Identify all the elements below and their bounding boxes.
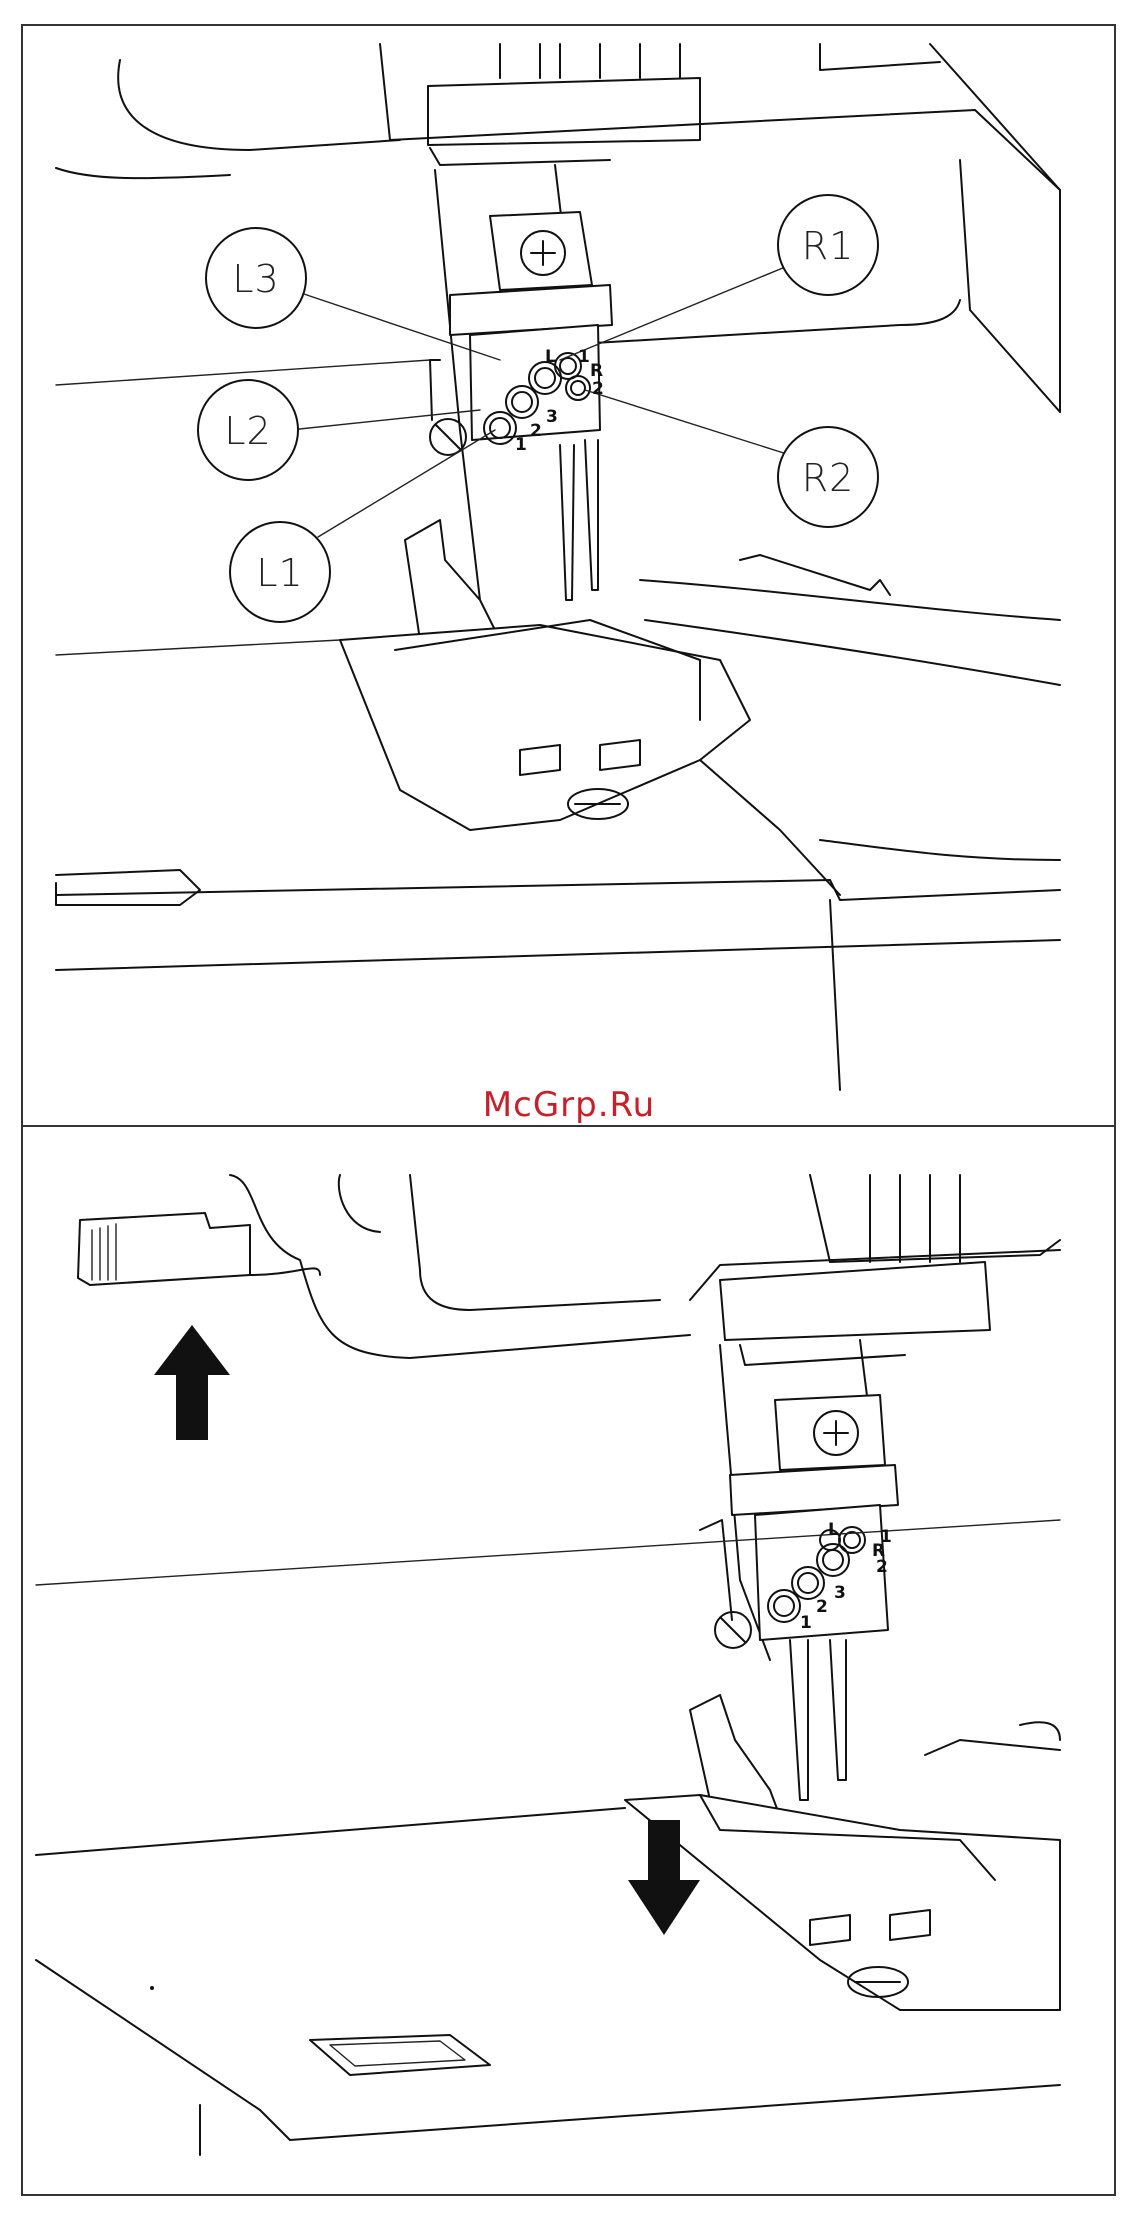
callout-r2: R2 — [802, 456, 855, 500]
mark-top-r: R — [590, 361, 603, 381]
mark-top-l: L — [545, 347, 556, 367]
top-panel: L3 L2 L1 R1 R2 1 2 3 L R 1 2 — [56, 44, 1060, 1090]
mark-bottom-3: 3 — [834, 1583, 846, 1603]
mark-top-r1: 1 — [578, 347, 590, 367]
mark-bottom-1: 1 — [800, 1613, 812, 1633]
callout-l3: L3 — [232, 257, 279, 301]
up-arrow-icon — [154, 1325, 230, 1440]
mark-top-r2: 2 — [592, 379, 604, 399]
mark-bottom-2: 2 — [816, 1597, 828, 1617]
mark-bottom-r1: 1 — [880, 1527, 892, 1547]
mark-bottom-l: L — [828, 1520, 839, 1540]
watermark-text: McGrp.Ru — [0, 1085, 1138, 1125]
callout-l2: L2 — [224, 409, 271, 453]
callout-l1: L1 — [256, 551, 303, 595]
mark-bottom-r2: 2 — [876, 1557, 888, 1577]
callout-r1: R1 — [802, 224, 855, 268]
mark-top-3: 3 — [546, 407, 558, 427]
mark-top-2: 2 — [530, 421, 542, 441]
mark-top-1: 1 — [515, 435, 527, 455]
bottom-panel: 1 2 3 L R 1 2 — [36, 1175, 1060, 2155]
